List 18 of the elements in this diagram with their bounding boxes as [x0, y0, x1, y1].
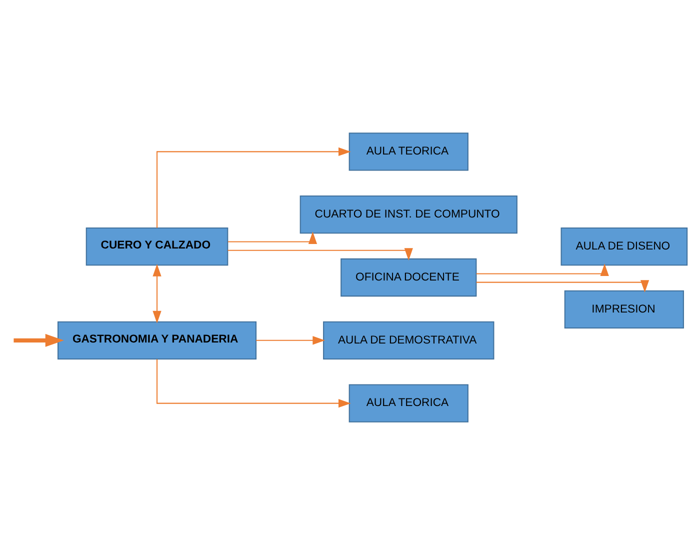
arrow — [228, 248, 413, 260]
arrow — [256, 336, 326, 344]
arrow — [156, 146, 351, 228]
node-box: OFICINA DOCENTE — [340, 258, 477, 296]
node-box: GASTRONOMIA Y PANADERIA — [58, 320, 257, 359]
node-box: AULA DE DISENO — [560, 226, 688, 266]
arrow — [156, 358, 351, 408]
arrow — [476, 263, 609, 276]
node-box: CUARTO DE INST. DE COMPUNTO — [300, 195, 518, 234]
arrow — [152, 264, 162, 323]
node-box: AULA TEORICA — [348, 384, 468, 422]
arrow — [476, 280, 650, 292]
arrow — [228, 231, 318, 244]
node-box: AULA DE DEMOSTRATIVA — [323, 320, 494, 359]
arrow — [14, 333, 64, 346]
node-box: IMPRESION — [564, 290, 684, 328]
node-box: CUERO Y CALZADO — [86, 226, 228, 266]
node-box: AULA TEORICA — [348, 132, 468, 170]
